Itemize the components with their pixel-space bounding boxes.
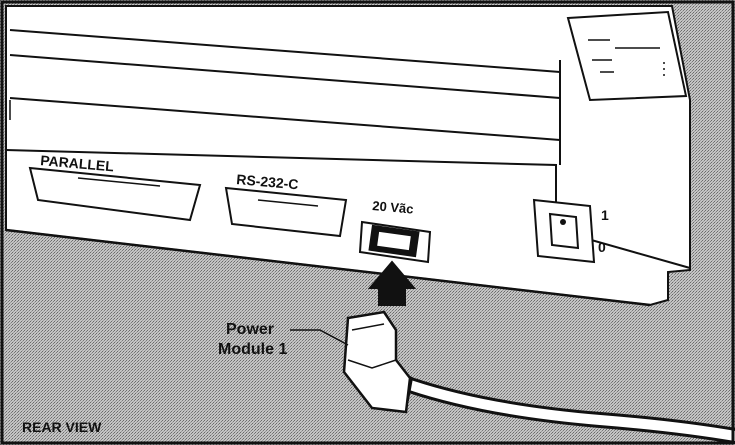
parallel-port — [28, 166, 202, 222]
control-panel — [566, 10, 688, 102]
switch-off-label: 0 — [598, 239, 606, 255]
serial-port — [224, 186, 348, 238]
serial-port-label: RS-232-C — [236, 171, 299, 192]
callout-label-line-1: Power — [226, 321, 274, 338]
rear-view-caption: REAR VIEW — [22, 419, 102, 435]
power-module-plug — [342, 310, 412, 414]
top-cover-line-2 — [9, 54, 561, 99]
power-module-plug-fold — [347, 359, 397, 369]
rear-base-edge — [5, 149, 691, 269]
rear-lower-edge — [5, 228, 651, 307]
serial-port-socket — [257, 199, 319, 207]
power-switch-rocker — [548, 212, 580, 250]
power-input-label: 20 Vãc — [372, 198, 414, 217]
insert-arrow — [367, 260, 417, 306]
power-cord-inner — [405, 380, 735, 441]
power-switch-indicator — [560, 219, 566, 225]
callout-label-line-2: Module 1 — [218, 341, 287, 358]
top-cover-line-1 — [9, 29, 561, 73]
power-socket-pin — [377, 231, 411, 251]
parallel-port-socket — [77, 177, 161, 187]
parallel-port-label: PARALLEL — [40, 152, 115, 174]
switch-on-label: 1 — [601, 207, 609, 223]
power-module-plug-edge — [351, 323, 385, 331]
top-cover-line-3 — [9, 97, 561, 141]
callout-leader-line — [290, 329, 349, 346]
